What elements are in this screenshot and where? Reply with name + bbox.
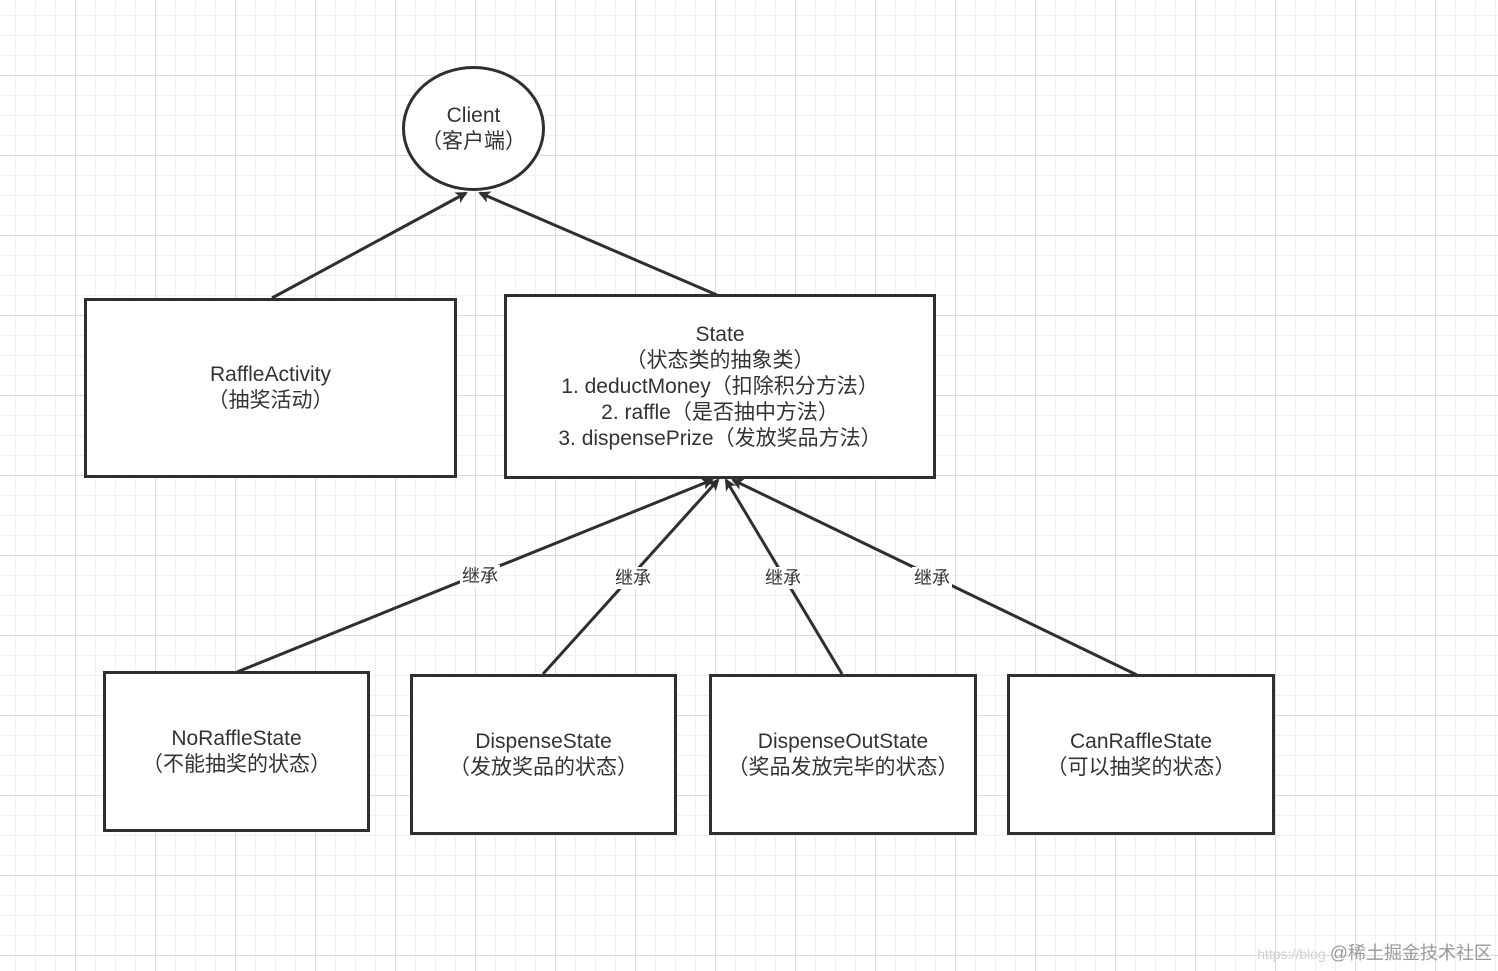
watermark-text: @稀土掘金技术社区 — [1329, 943, 1492, 963]
no-raffle-state-subtitle: （不能抽奖的状态） — [142, 752, 331, 776]
edge-raffleactivity-to-client — [271, 191, 468, 300]
can-raffle-state-node[interactable]: CanRaffleState （可以抽奖的状态） — [1007, 674, 1275, 835]
edge-label-canrafflestate: 继承 — [912, 567, 952, 589]
state-node[interactable]: State （状态类的抽象类） 1. deductMoney（扣除积分方法） 2… — [504, 294, 936, 479]
no-raffle-state-title: NoRaffleState — [171, 726, 302, 750]
state-method-raffle: 2. raffle（是否抽中方法） — [601, 400, 839, 424]
client-subtitle: （客户端） — [421, 129, 526, 153]
can-raffle-state-subtitle: （可以抽奖的状态） — [1046, 755, 1236, 779]
state-method-deductmoney: 1. deductMoney（扣除积分方法） — [561, 374, 879, 398]
edge-label-dispensestate: 继承 — [613, 567, 653, 589]
dispense-out-state-subtitle: （奖品发放完毕的状态） — [727, 755, 959, 779]
edge-label-dispenseoutstate: 继承 — [763, 567, 803, 589]
raffle-activity-subtitle: （抽奖活动） — [207, 389, 334, 412]
dispense-out-state-node[interactable]: DispenseOutState （奖品发放完毕的状态） — [709, 674, 977, 835]
edge-label-norafflestate: 继承 — [460, 565, 500, 587]
state-title: State — [695, 322, 745, 346]
watermark-url: https://blog — [1257, 946, 1326, 962]
state-subtitle: （状态类的抽象类） — [625, 348, 815, 372]
dispense-state-subtitle: （发放奖品的状态） — [449, 755, 638, 779]
dispense-state-node[interactable]: DispenseState （发放奖品的状态） — [410, 674, 677, 835]
raffle-activity-node[interactable]: RaffleActivity （抽奖活动） — [84, 298, 457, 478]
edge-state-to-client — [478, 191, 718, 297]
no-raffle-state-node[interactable]: NoRaffleState （不能抽奖的状态） — [103, 671, 370, 832]
watermark: https://blog@稀土掘金技术社区 — [1257, 939, 1492, 965]
raffle-activity-title: RaffleActivity — [210, 363, 331, 386]
dispense-out-state-title: DispenseOutState — [757, 729, 929, 753]
state-method-dispenseprize: 3. dispensePrize（发放奖品方法） — [558, 426, 882, 450]
client-node[interactable]: Client （客户端） — [402, 66, 545, 191]
client-title: Client — [446, 103, 501, 127]
can-raffle-state-title: CanRaffleState — [1069, 729, 1213, 753]
dispense-state-title: DispenseState — [475, 729, 612, 753]
